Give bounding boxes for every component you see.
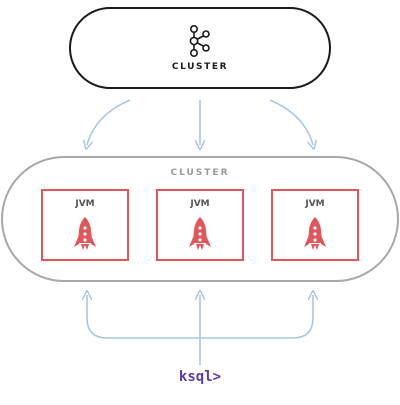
rocket-icon xyxy=(74,217,96,250)
jvm-label-1: JVM xyxy=(75,199,95,209)
arrow-top-to-left xyxy=(87,99,131,145)
arrow-top-to-right xyxy=(269,99,313,145)
kafka-cluster-node xyxy=(69,7,331,89)
ksql-cluster-label: CLUSTER xyxy=(170,168,230,178)
ksql-client-label: ksql> xyxy=(178,369,222,385)
jvm-label-3: JVM xyxy=(305,199,325,209)
rocket-icon xyxy=(304,217,326,250)
jvm-label-2: JVM xyxy=(190,199,210,209)
arrow-client-to-right xyxy=(200,295,313,339)
rocket-icon xyxy=(189,217,211,250)
kafka-cluster-label: CLUSTER xyxy=(171,62,229,72)
kafka-logo-icon xyxy=(189,24,210,57)
arrow-client-to-left xyxy=(87,295,200,339)
